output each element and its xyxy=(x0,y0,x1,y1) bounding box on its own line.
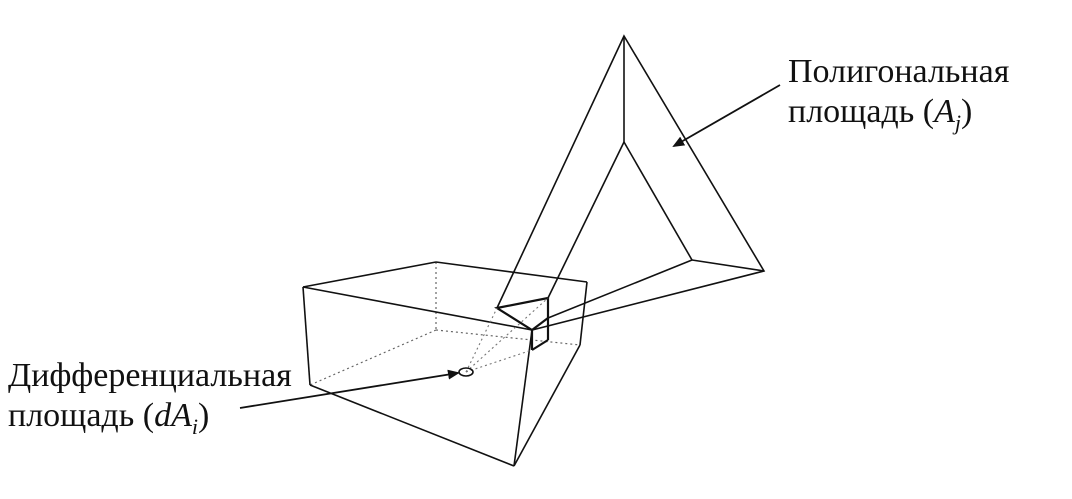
hemicube-box xyxy=(302,261,588,467)
differential-area-arrow xyxy=(239,369,460,409)
differential-area-label-suffix: ) xyxy=(197,397,210,434)
polygon-area-label-prefix: площадь ( xyxy=(788,93,935,130)
polygon-area-subscript: j xyxy=(954,110,961,135)
polygon-area-label-line1: Полигональная xyxy=(788,53,1010,90)
differential-area-label: Дифференциальная площадь (dAi) xyxy=(8,356,292,439)
polygon-area-symbol: A xyxy=(934,93,955,130)
polygon-area-arrow xyxy=(672,84,781,147)
differential-area-label-line1: Дифференциальная xyxy=(8,357,292,394)
differential-area-label-prefix: площадь ( xyxy=(8,397,155,434)
box-hidden-edges xyxy=(309,262,581,386)
polygon-area-shape xyxy=(495,34,766,331)
polygon-area-label-suffix: ) xyxy=(960,93,973,130)
differential-area-label-line2: площадь (dAi) xyxy=(8,396,292,439)
polygon-area-label-line2: площадь (Aj) xyxy=(788,92,1009,135)
differential-area-subscript: i xyxy=(191,414,198,439)
differential-area-symbol: dA xyxy=(154,397,192,434)
polygon-area-label: Полигональная площадь (Aj) xyxy=(788,52,1010,135)
projection-rays xyxy=(465,297,549,373)
